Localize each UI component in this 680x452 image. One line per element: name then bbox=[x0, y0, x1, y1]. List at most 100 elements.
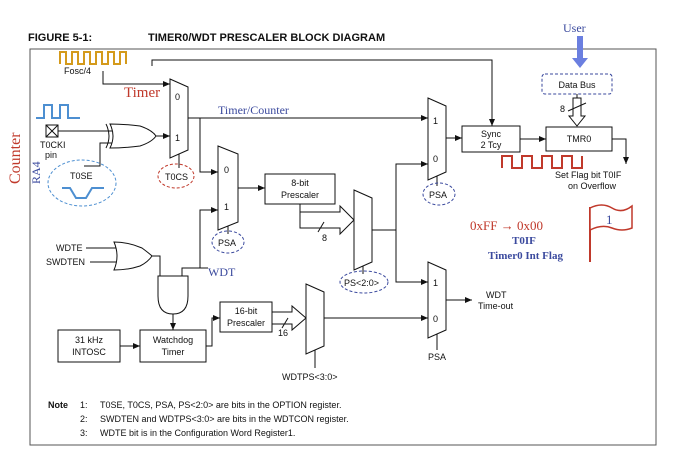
flag-number: 1 bbox=[606, 212, 613, 227]
t0cs-mux-one: 1 bbox=[175, 133, 180, 143]
intosc-line1: 31 kHz bbox=[75, 335, 104, 345]
psa-mux-prescaler bbox=[217, 145, 239, 231]
watchdog-timer-block bbox=[139, 329, 207, 363]
wdt-enable-or-gate bbox=[113, 241, 153, 271]
t0cs-highlight bbox=[157, 163, 195, 189]
psa-mux-wdt bbox=[427, 261, 447, 339]
fosc-wire bbox=[102, 71, 170, 87]
wdt-annotation: WDT bbox=[208, 265, 236, 279]
ps-highlight bbox=[339, 270, 389, 294]
tmr0-overflow-wire bbox=[612, 138, 629, 164]
wdte-label: WDTE bbox=[56, 243, 83, 253]
prescaler-8bit bbox=[264, 173, 336, 205]
flag-icon bbox=[589, 204, 633, 232]
prescaler-8bit-line1: 8-bit bbox=[291, 178, 309, 188]
ps-to-wdt-mux-wire bbox=[395, 230, 428, 285]
prescaler-bus-width: 8 bbox=[322, 233, 327, 243]
t0cki-label: T0CKI bbox=[40, 140, 66, 150]
wdt-timeout-line2: Time-out bbox=[478, 301, 514, 311]
watchdog-line2: Timer bbox=[162, 347, 185, 357]
note-1-text: T0SE, T0CS, PSA, PS<2:0> are bits in the… bbox=[100, 400, 341, 410]
data-bus bbox=[541, 73, 613, 95]
tc-to-psa-wire bbox=[199, 118, 218, 175]
prescaler16-bus-arrow bbox=[271, 304, 307, 332]
t0cki-pin-label: pin bbox=[45, 150, 57, 160]
prescaler-8bit-line2: Prescaler bbox=[281, 190, 319, 200]
fosc-to-sync-wire bbox=[151, 59, 495, 126]
note-1-num: 1: bbox=[80, 400, 88, 410]
watchdog-line1: Watchdog bbox=[153, 335, 193, 345]
fosc-label: Fosc/4 bbox=[64, 66, 91, 76]
psa-label-1: PSA bbox=[218, 238, 236, 248]
user-arrow-icon bbox=[572, 36, 588, 68]
sync-line2: 2 Tcy bbox=[481, 140, 502, 150]
data-bus-arrow bbox=[567, 97, 587, 127]
note-label: Note bbox=[48, 400, 68, 410]
psa-label-2: PSA bbox=[429, 190, 447, 200]
sync-block bbox=[461, 125, 521, 153]
tmr-mux-zero: 0 bbox=[433, 154, 438, 164]
overflow-annotation: 0xFF → 0x00 bbox=[470, 218, 543, 233]
psa-mux-one: 1 bbox=[224, 202, 229, 212]
wdt-to-psa-wire bbox=[199, 207, 218, 269]
t0cs-mux bbox=[169, 78, 189, 159]
tmr0-block bbox=[545, 126, 613, 152]
wdt-and-gate bbox=[157, 275, 189, 315]
or-gate-output-wire bbox=[152, 255, 161, 276]
figure-number: FIGURE 5-1: bbox=[28, 32, 92, 44]
note-2-text: SWDTEN and WDTPS<3:0> are bits in the WD… bbox=[100, 414, 349, 424]
overflow-waveform bbox=[501, 155, 583, 169]
t0se-label: T0SE bbox=[70, 171, 93, 181]
t0cki-clock-waveform bbox=[36, 104, 80, 119]
data-bus-label: Data Bus bbox=[558, 80, 596, 90]
t0cs-mux-zero: 0 bbox=[175, 92, 180, 102]
prescaler-16bit-line1: 16-bit bbox=[235, 306, 258, 316]
swdten-label: SWDTEN bbox=[46, 257, 85, 267]
wdt-and-input-wire bbox=[181, 267, 208, 276]
user-annotation: User bbox=[563, 21, 586, 35]
note-3-text: WDTE bit is in the Configuration Word Re… bbox=[100, 428, 295, 438]
ps-to-tmr-mux-wire bbox=[372, 161, 428, 231]
prescaler-16bit-line2: Prescaler bbox=[227, 318, 265, 328]
t0se-edge-icon bbox=[62, 187, 104, 199]
prescaler16-bus-width: 16 bbox=[278, 328, 288, 338]
ps-mux bbox=[353, 189, 373, 271]
wdt-mux-zero: 0 bbox=[433, 314, 438, 324]
note-2-num: 2: bbox=[80, 414, 88, 424]
psa-highlight-2 bbox=[422, 182, 456, 206]
ps-label: PS<2:0> bbox=[344, 278, 379, 288]
figure-title: TIMER0/WDT PRESCALER BLOCK DIAGRAM bbox=[148, 32, 385, 44]
counter-annotation: Counter bbox=[7, 132, 24, 184]
note-3-num: 3: bbox=[80, 428, 88, 438]
set-flag-line1: Set Flag bit T0IF bbox=[555, 170, 622, 180]
t0cs-label: T0CS bbox=[165, 172, 188, 182]
t0se-highlight bbox=[47, 159, 117, 207]
wdtps-label: WDTPS<3:0> bbox=[282, 372, 338, 382]
xor-gate bbox=[109, 123, 157, 149]
wdt-timeout-line1: WDT bbox=[486, 290, 507, 300]
prescaler-bus-arrow bbox=[299, 204, 355, 236]
fosc-clock-waveform bbox=[59, 51, 127, 65]
timer-annotation: Timer bbox=[124, 85, 160, 101]
psa-label-3: PSA bbox=[428, 352, 446, 362]
data-bus-width: 8 bbox=[560, 104, 565, 114]
timer-counter-label: Timer/Counter bbox=[218, 103, 289, 117]
prescaler-16bit bbox=[219, 301, 273, 333]
psa-mux-tmr0 bbox=[427, 97, 447, 181]
tmr-mux-one: 1 bbox=[433, 116, 438, 126]
intosc-block bbox=[57, 329, 121, 363]
xor-gate-back bbox=[105, 123, 110, 149]
psa-highlight-1 bbox=[211, 230, 245, 254]
ra4-annotation: RA4 bbox=[29, 161, 43, 184]
wdt-mux-one: 1 bbox=[433, 278, 438, 288]
intosc-line2: INTOSC bbox=[72, 347, 106, 357]
diagram-frame bbox=[29, 48, 657, 446]
watchdog-to-prescaler-wire bbox=[206, 315, 220, 347]
sync-line1: Sync bbox=[481, 129, 502, 139]
t0se-wire bbox=[84, 142, 112, 167]
int-flag-annotation: Timer0 Int Flag bbox=[488, 250, 563, 262]
tmr0-label: TMR0 bbox=[567, 134, 592, 144]
t0if-annotation: T0IF bbox=[512, 235, 536, 247]
wdtps-mux bbox=[305, 283, 325, 355]
